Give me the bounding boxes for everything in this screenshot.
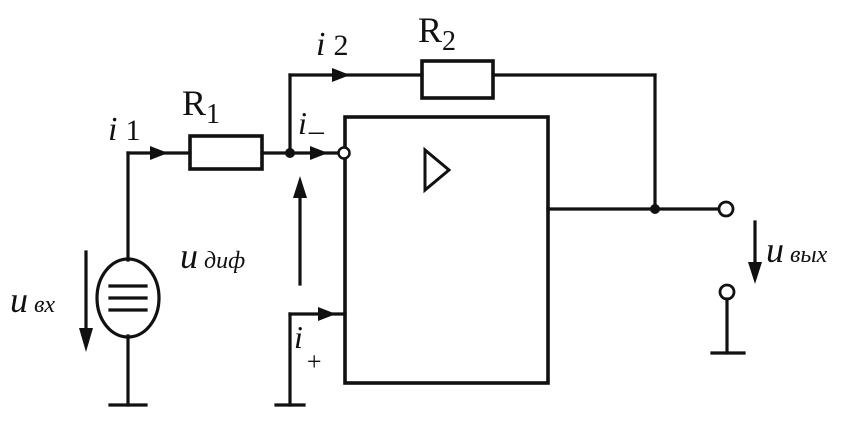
label-r2: R2 <box>418 10 456 57</box>
label-iplus: i+ <box>294 319 322 376</box>
output-ground-terminal <box>718 283 736 301</box>
resistor-r1 <box>188 134 264 171</box>
uout-arrow-icon <box>748 262 762 284</box>
i2-arrow-icon <box>332 68 350 82</box>
opamp-body <box>343 115 550 385</box>
output-terminal <box>717 200 735 218</box>
i1-arrow-icon <box>150 146 168 160</box>
label-iminus: i– <box>298 105 325 147</box>
inverting-input-terminal <box>337 146 351 160</box>
label-r1: R1 <box>182 83 220 130</box>
voltage-source <box>95 257 161 339</box>
iplus-arrow-icon <box>318 307 336 321</box>
opamp-triangle-icon <box>423 146 452 194</box>
uin-arrow-icon <box>79 328 93 352</box>
udiff-arrow-icon <box>293 176 307 198</box>
resistor-r2 <box>420 59 495 100</box>
iminus-arrow-icon <box>310 146 328 160</box>
output-node <box>650 204 660 214</box>
